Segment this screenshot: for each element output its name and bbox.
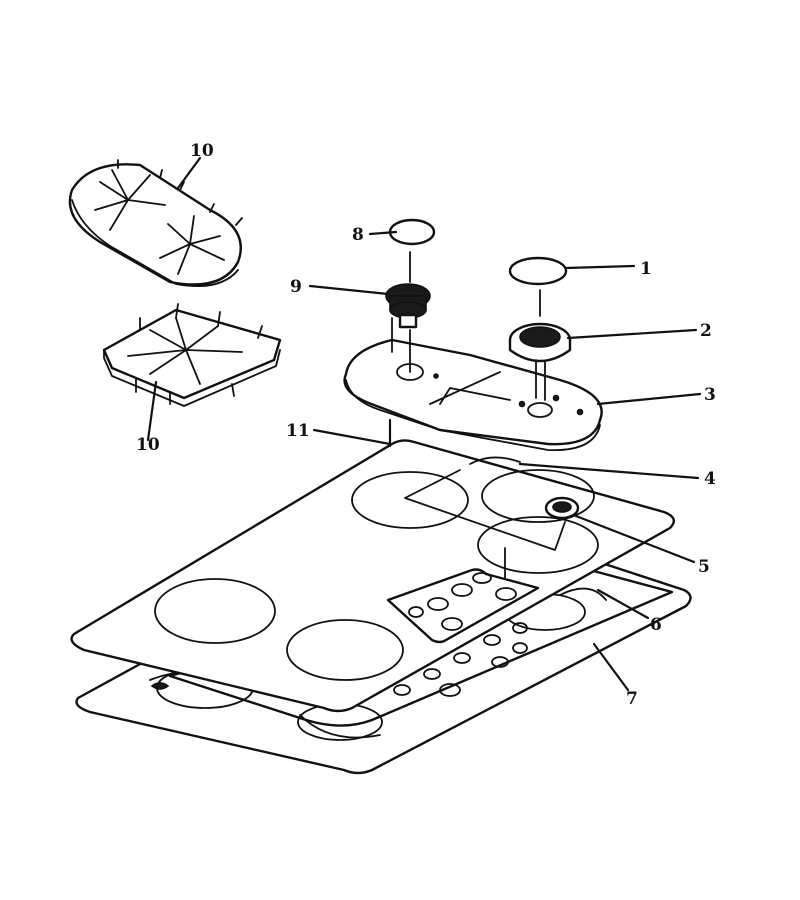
callout-8: 8 <box>352 225 364 245</box>
callout-3: 3 <box>704 385 716 405</box>
leader-6 <box>596 588 650 620</box>
part-10-single-grate <box>102 303 282 407</box>
callout-9: 9 <box>290 277 302 297</box>
part-1-large-burner-cap <box>508 256 568 317</box>
callout-7: 7 <box>626 689 638 709</box>
port-holes-6 <box>393 622 528 697</box>
callout-2: 2 <box>700 321 712 341</box>
leader-4 <box>518 462 700 480</box>
leader-10-lower <box>146 380 158 442</box>
part-9-small-burner-head <box>385 283 431 373</box>
part-5-port-insert <box>544 496 580 520</box>
leader-11 <box>312 428 392 446</box>
control-panel-plate <box>386 568 540 644</box>
leader-1 <box>564 264 636 270</box>
callout-4: 4 <box>704 469 716 489</box>
leader-2 <box>566 328 698 340</box>
part-2-large-burner-head <box>508 322 572 401</box>
part-10-double-grate <box>68 159 243 287</box>
grate-spokes-upper <box>94 169 225 275</box>
callout-11: 11 <box>286 421 310 441</box>
leader-lines <box>146 156 702 692</box>
part-3-burner-base <box>343 338 603 451</box>
callout-labels: 10 10 8 9 1 2 3 11 4 5 6 7 <box>136 141 716 709</box>
leader-3 <box>596 392 702 406</box>
leader-5 <box>574 514 696 564</box>
part-8-small-burner-cap <box>388 218 436 283</box>
callout-5: 5 <box>698 557 710 577</box>
callout-10-lower: 10 <box>136 435 160 455</box>
callout-6: 6 <box>650 615 662 635</box>
leader-8 <box>368 230 398 236</box>
callout-1: 1 <box>640 259 652 279</box>
callout-10-upper: 10 <box>190 141 214 161</box>
part-6-gasket-plate <box>156 560 674 741</box>
leader-9 <box>308 284 390 296</box>
leader-10-upper <box>176 156 202 190</box>
grate-spokes-lower <box>127 317 243 385</box>
part-4-cooktop-surface <box>70 439 676 713</box>
leader-7 <box>592 642 630 692</box>
